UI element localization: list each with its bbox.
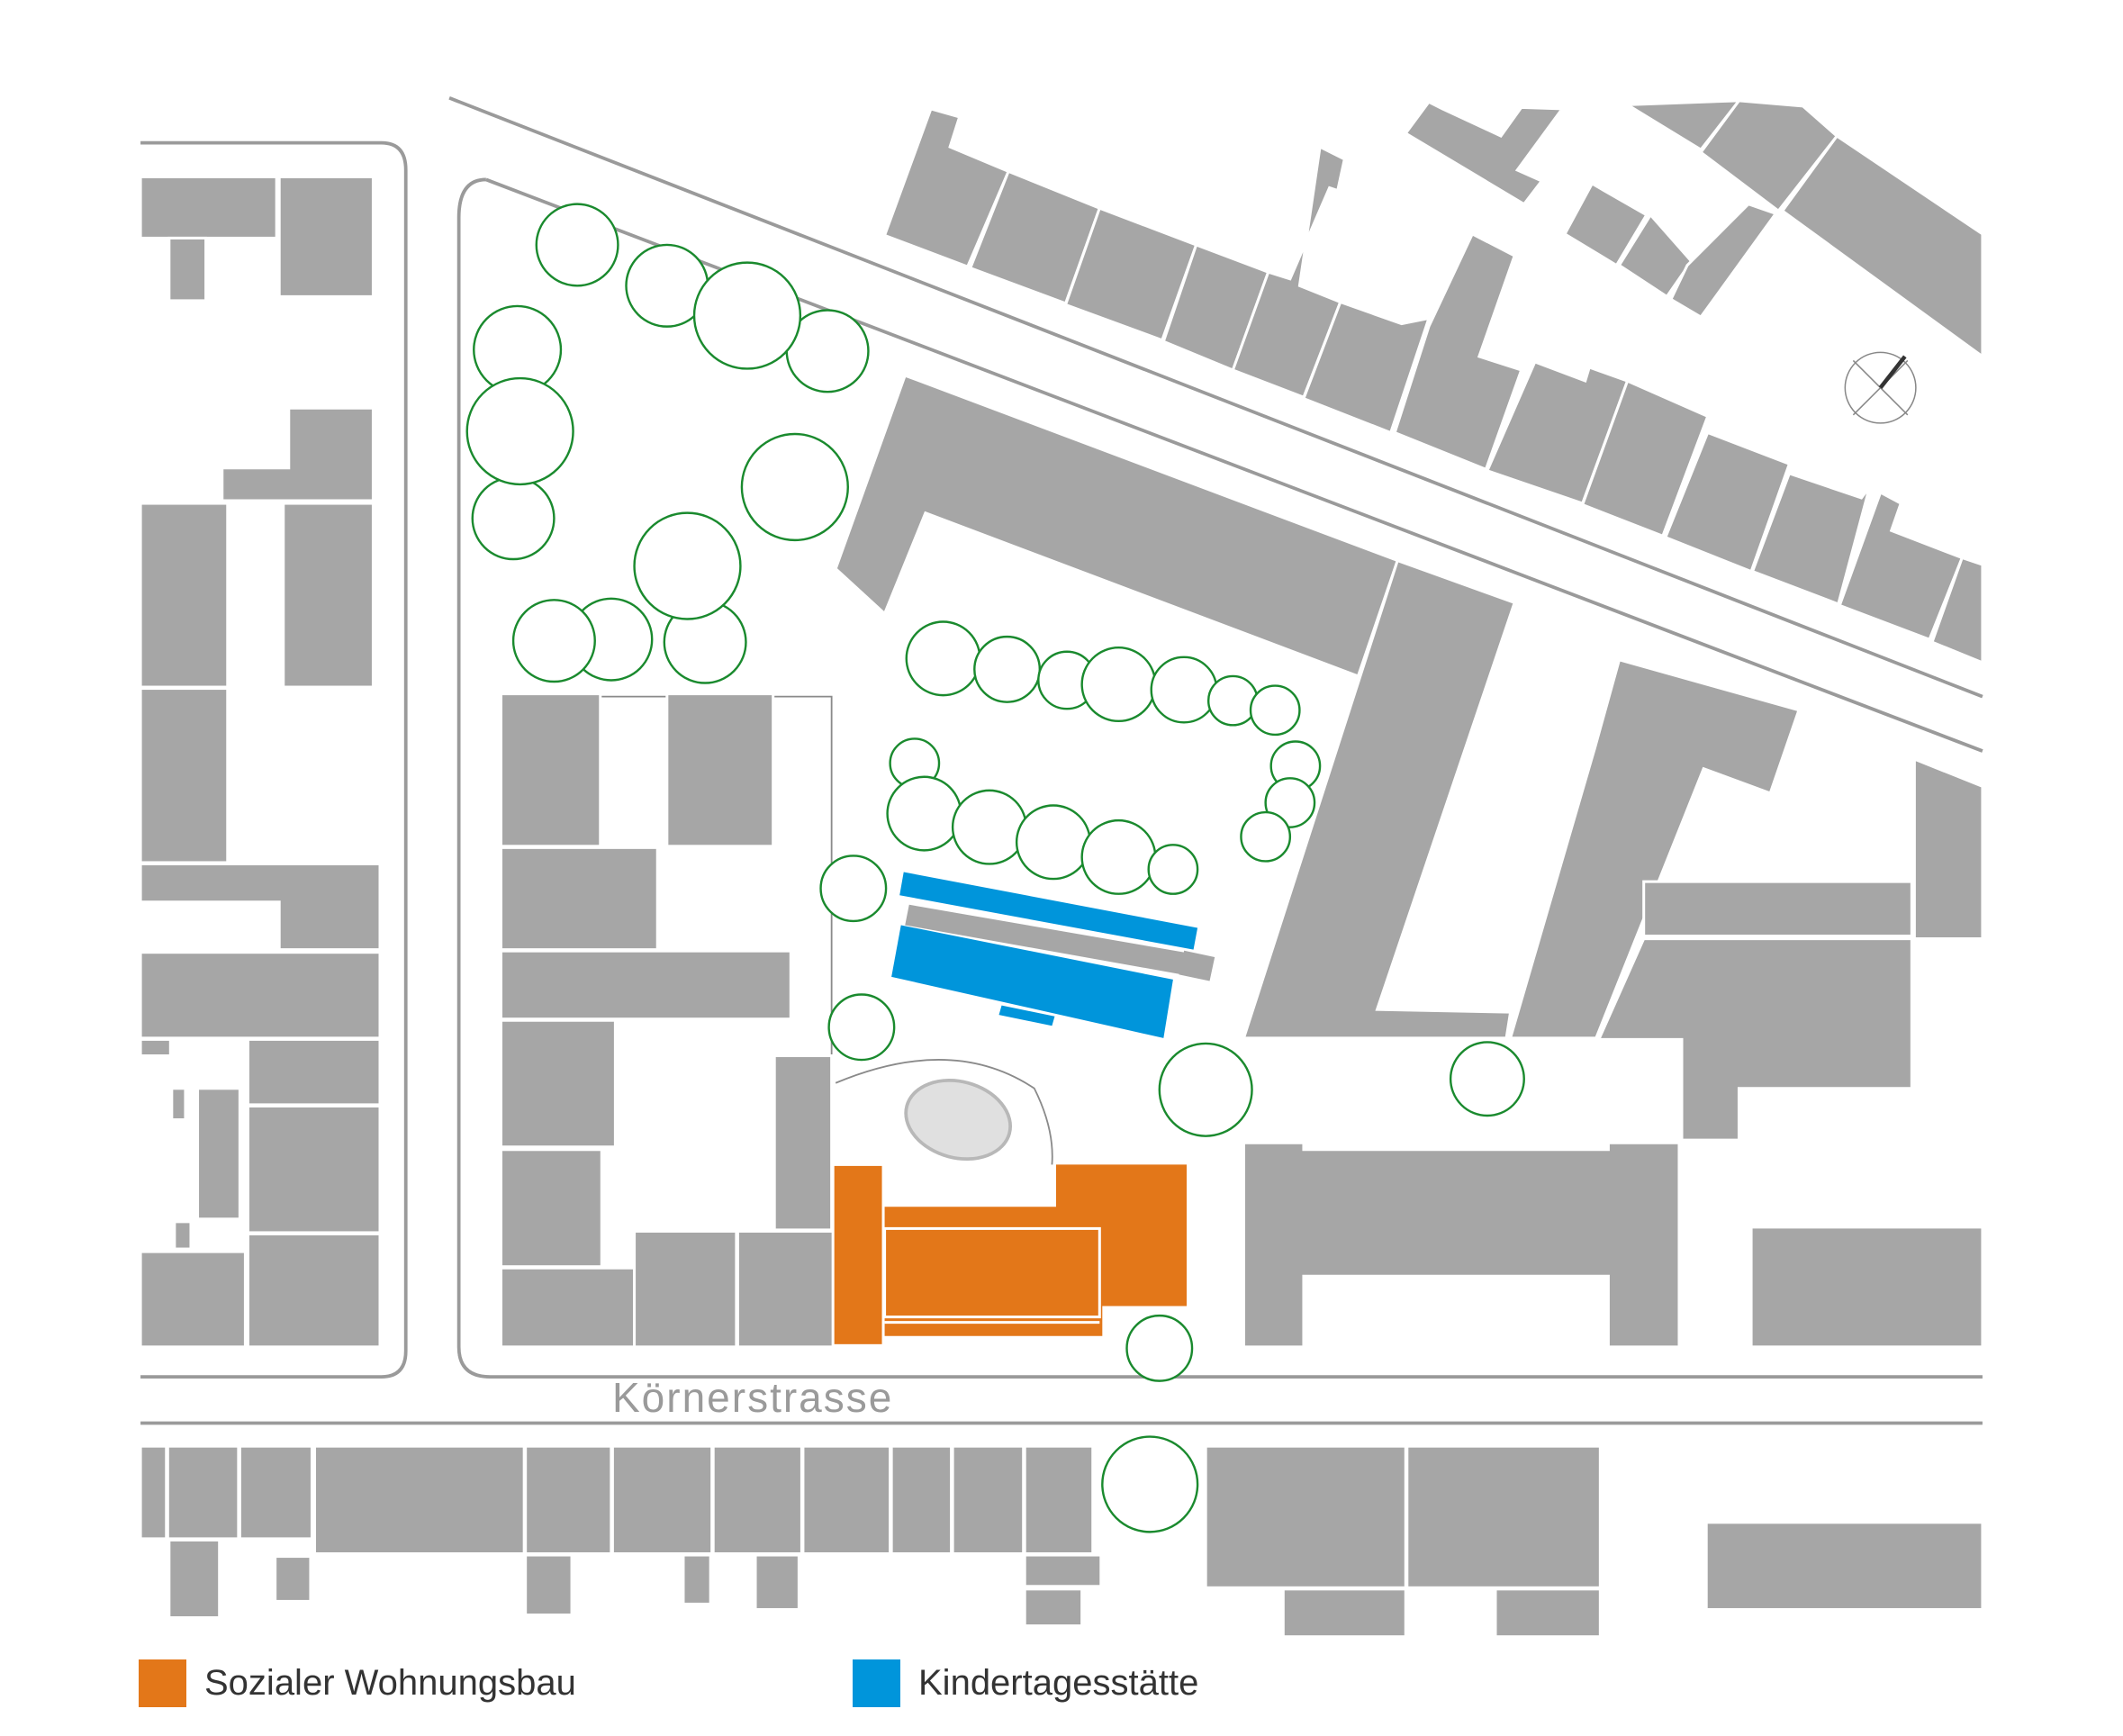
legend-label: Sozialer Wohnungsbau <box>204 1663 576 1703</box>
trees <box>465 203 1525 1533</box>
legend-swatch-orange <box>139 1659 186 1707</box>
social-housing-building <box>834 1164 1188 1344</box>
playground-oval <box>904 1079 1013 1162</box>
legend-item-social-housing: Sozialer Wohnungsbau <box>139 1659 576 1707</box>
legend-item-daycare: Kindertagesstätte <box>853 1659 1198 1707</box>
legend-label: Kindertagesstätte <box>918 1663 1199 1703</box>
buildings-grey <box>139 99 1984 1639</box>
daycare-building <box>891 872 1198 1038</box>
legend-swatch-blue <box>853 1659 900 1707</box>
compass-north-icon <box>1844 351 1917 424</box>
street-label-koernerstrasse: Körnerstrasse <box>612 1374 894 1421</box>
